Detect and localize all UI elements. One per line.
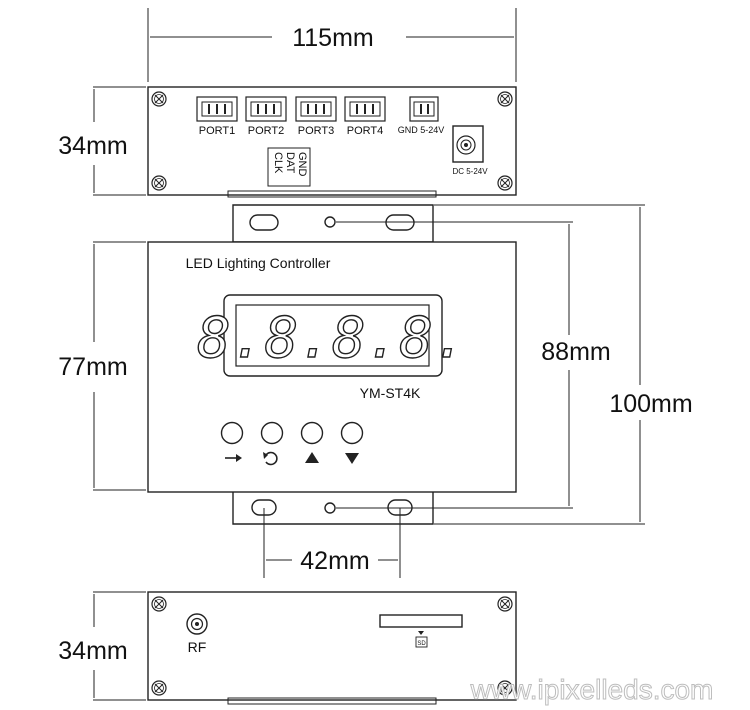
port1-label: PORT1 [199, 125, 235, 137]
arrow-right-icon [225, 454, 242, 462]
bottom-height-dim-label: 34mm [58, 637, 127, 665]
screw-icon [497, 175, 513, 191]
hole-spacing-dim-label: 42mm [300, 547, 369, 575]
sd-card-slot[interactable] [379, 614, 463, 628]
down-button[interactable] [340, 421, 364, 445]
screw-icon [497, 91, 513, 107]
screw-icon [151, 596, 167, 612]
sd-label: SD [417, 641, 426, 647]
signal-pin-clk: CLK [272, 152, 284, 174]
signal-pin-block: GND DAT CLK [267, 147, 311, 187]
bracket-hole-icon [324, 502, 336, 514]
signal-pin-dat: DAT [284, 152, 296, 173]
bottom-housing [147, 591, 517, 701]
dc-jack-label: DC 5-24V [452, 167, 488, 176]
screw-icon [151, 680, 167, 696]
width-dim-label: 115mm [292, 24, 374, 52]
up-button[interactable] [300, 421, 324, 445]
mode-button[interactable] [260, 421, 284, 445]
bracket-slot-icon [249, 214, 279, 231]
screw-icon [497, 596, 513, 612]
port2-label: PORT2 [248, 125, 284, 137]
next-button[interactable] [220, 421, 244, 445]
rf-label: RF [188, 639, 207, 655]
refresh-icon [263, 451, 278, 466]
dc-jack[interactable] [452, 125, 484, 163]
display-digits: 8.8.8.8. [197, 306, 467, 371]
front-view: LED Lighting Controller 8.8.8.8. YM-ST4K… [58, 204, 693, 578]
model-label: YM-ST4K [360, 385, 421, 401]
led-display: 8.8.8.8. [196, 294, 468, 377]
power-terminal-label: GND 5-24V [398, 125, 445, 135]
triangle-up-icon [305, 452, 319, 463]
bracket-hole-icon [324, 216, 336, 228]
watermark-text: www.ipixelleds.com [470, 674, 714, 705]
power-terminal[interactable] [409, 96, 439, 122]
triangle-down-icon [345, 453, 359, 464]
signal-pin-gnd: GND [296, 152, 308, 177]
front-height-dim-label: 77mm [58, 353, 127, 381]
port1-connector[interactable] [196, 96, 238, 122]
port4-connector[interactable] [344, 96, 386, 122]
port3-connector[interactable] [295, 96, 337, 122]
controller-title: LED Lighting Controller [186, 255, 331, 271]
port2-connector[interactable] [245, 96, 287, 122]
sd-card-icon: SD [415, 631, 428, 648]
bracket-height-dim-label: 88mm [541, 338, 610, 366]
bottom-view: 34mm RF SD [58, 591, 517, 705]
port3-label: PORT3 [298, 125, 334, 137]
screw-icon [151, 175, 167, 191]
top-height-dim-label: 34mm [58, 132, 127, 160]
rf-antenna-connector[interactable] [186, 613, 208, 635]
port4-label: PORT4 [347, 125, 383, 137]
top-view: 115mm 34mm PORT1 PORT2 PORT3 PORT4 GND 5… [58, 8, 517, 198]
screw-icon [151, 91, 167, 107]
total-height-dim-label: 100mm [609, 390, 692, 418]
